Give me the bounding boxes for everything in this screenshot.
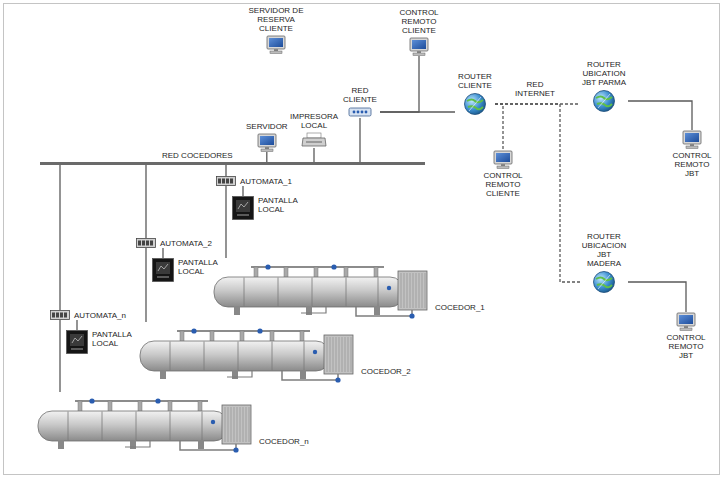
device-label: CONTROL REMOTO CLIENTE [482,171,524,198]
network-cable [59,165,60,310]
hub-icon [348,106,372,118]
device-label: IMPRESORA LOCAL [290,112,338,130]
printer-node: IMPRESORA LOCAL [290,112,338,148]
plc-icon [216,176,236,186]
device-label: COCEDOR_1 [435,303,485,312]
network-cable [225,165,226,176]
cooker-icon [30,392,255,454]
cooker-icon [132,322,357,384]
device-label: AUTOMATA_n [74,311,126,320]
internet-link [495,104,503,150]
network-cable [359,118,360,162]
pc-icon [266,35,286,54]
plc-icon [50,310,70,320]
cooker-node: COCEDOR_1 [206,258,485,320]
network-cable [145,165,146,238]
network-cable [628,282,686,312]
printer-icon [301,132,327,148]
pc-node: SERVIDOR [246,122,288,152]
pc-node: CONTROL REMOTO CLIENTE [482,150,524,198]
router-icon [463,92,487,116]
cooker-node: COCEDOR_n [30,392,309,454]
network-cable [313,148,314,162]
image-frame [4,4,720,475]
router-node: ROUTER UBICATION JBT PARMA [580,60,628,113]
pc-node: CONTROL REMOTO CLIENTE [398,8,440,56]
network-label: RED INTERNET [513,80,557,98]
pc-icon [409,37,429,56]
device-label: CONTROL REMOTO CLIENTE [398,8,440,35]
cooker-node: COCEDOR_2 [132,322,411,384]
network-cable [628,101,692,130]
screen-node: PANTALLA LOCAL [152,258,224,282]
device-label: ROUTER UBICACION JBT MADERA [580,232,628,268]
device-label: ROUTER UBICATION JBT PARMA [580,60,628,87]
device-label: PANTALLA LOCAL [178,258,224,276]
device-label: SERVIDOR [246,122,288,131]
network-cable [225,186,226,258]
device-label: ROUTER CLIENTE [455,72,495,90]
pc-icon [682,130,702,149]
network-cable [162,248,163,258]
network-cable [59,320,60,392]
network-cable [380,111,455,112]
screen-node: PANTALLA LOCAL [66,330,138,354]
device-label: CONTROL REMOTO JBT [672,151,712,178]
plc-icon [136,238,156,248]
plc-node: AUTOMATA_2 [136,238,212,248]
router-node: ROUTER CLIENTE [455,72,495,116]
screen-node: PANTALLA LOCAL [232,196,304,220]
screen-icon [66,330,88,354]
router-icon [592,89,616,113]
plc-node: AUTOMATA_1 [216,176,292,186]
device-label: CONTROL REMOTO JBT [666,333,706,360]
network-cable [380,56,419,112]
network-cable [76,320,77,330]
device-label: AUTOMATA_2 [160,239,212,248]
router-node: ROUTER UBICACION JBT MADERA [580,232,628,294]
pc-icon [493,150,513,169]
network-cable [145,248,146,322]
router-icon [592,270,616,294]
pc-node: SERVIDOR DE RESERVA CLIENTE [248,6,304,54]
network-label: RED COCEDORES [162,151,233,160]
pc-node: CONTROL REMOTO JBT [672,130,712,178]
screen-icon [152,258,174,282]
device-label: PANTALLA LOCAL [92,330,138,348]
pc-icon [257,133,277,152]
network-bus: RED COCEDORES [40,162,425,165]
plc-node: AUTOMATA_n [50,310,126,320]
device-label: RED CLIENTE [340,86,380,104]
device-label: AUTOMATA_1 [240,177,292,186]
device-label: COCEDOR_2 [361,367,411,376]
hub-node: RED CLIENTE [340,86,380,118]
cooker-icon [206,258,431,320]
pc-node: CONTROL REMOTO JBT [666,312,706,360]
device-label: PANTALLA LOCAL [258,196,304,214]
network-cable [242,186,243,196]
screen-icon [232,196,254,220]
network-cable [266,152,267,162]
pc-icon [676,312,696,331]
device-label: SERVIDOR DE RESERVA CLIENTE [248,6,304,33]
device-label: COCEDOR_n [259,437,309,446]
